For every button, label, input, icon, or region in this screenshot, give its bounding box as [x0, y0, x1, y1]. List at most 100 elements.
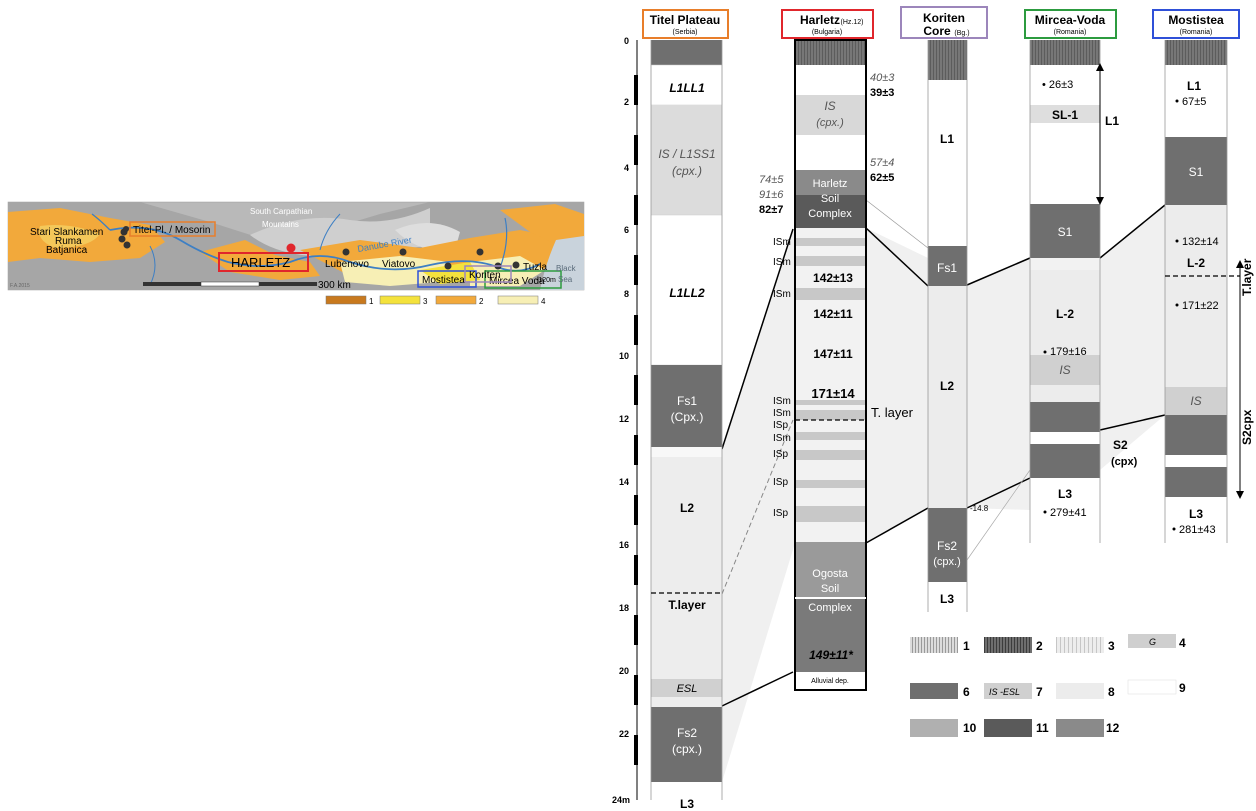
- harletz-sub: (Bulgaria): [812, 29, 842, 36]
- koriten-l2: L2: [940, 379, 954, 393]
- koriten-fs1: Fs1: [937, 261, 957, 275]
- mostistea-sub: (Romania): [1180, 29, 1213, 36]
- map-legend-swatch-2: [435, 295, 477, 305]
- depth-axis: 0 2 4 6 8 10 12 14 16 18 20 22 24m: [612, 36, 638, 805]
- titel-sub: (Serbia): [673, 29, 698, 36]
- harletz-tag-4: ISm: [773, 396, 791, 407]
- mostistea-l1: L1: [1187, 79, 1201, 93]
- legend-swatch-2: [984, 637, 1032, 653]
- depth-tick-0: 0: [624, 36, 629, 46]
- map-label-ruma: Ruma: [55, 236, 82, 247]
- mostistea-date-281: 281±43: [1179, 524, 1216, 536]
- map-label-depth: -120m: [536, 277, 556, 284]
- mircea-l3: L3: [1058, 487, 1072, 501]
- titel-map-box: [129, 221, 216, 237]
- koriten-title: Koriten: [923, 11, 965, 25]
- scale-label: 300 km: [318, 280, 351, 291]
- corr-line-8: [966, 477, 1031, 509]
- titel-tlayer: T.layer: [668, 598, 706, 612]
- koriten-fs2-cpx: (cpx.): [933, 556, 961, 568]
- corr-line-4: [865, 227, 929, 287]
- harletz-date-147-11: 147±11: [813, 347, 853, 361]
- harletz-tag-3: ISm: [773, 289, 791, 300]
- harletz-date-149: 149±11*: [809, 648, 854, 662]
- harletz-left-date-3: 82±7: [759, 204, 783, 216]
- harletz-ogosta-1: Ogosta: [812, 568, 848, 580]
- mostistea-date-67: 67±5: [1182, 96, 1206, 108]
- harletz-is-cpx: (cpx.): [816, 117, 844, 129]
- harletz-soil-1: Harletz: [813, 178, 848, 190]
- mostistea-date-132: 132±14: [1182, 236, 1219, 248]
- harletz-alluvial: Alluvial dep.: [811, 678, 849, 685]
- titel-fs2-cpx: (cpx.): [672, 742, 702, 756]
- mostistea-l3: L3: [1189, 507, 1203, 521]
- legend-swatch-10: [910, 719, 958, 737]
- legend-label-10: 10: [963, 721, 977, 735]
- harletz-tag-2: ISm: [773, 257, 791, 268]
- harletz-tag-8: ISp: [773, 449, 788, 460]
- koriten-depth: -14.8: [970, 504, 989, 513]
- corr-line-1: [721, 228, 794, 450]
- koriten-title-2: Core: [923, 24, 951, 38]
- column-mostistea: Mostistea (Romania) L1 67±5 S1 132±14 L-…: [1152, 9, 1254, 543]
- mostistea-is: IS: [1190, 394, 1201, 408]
- harletz-tag-1: ISm: [773, 237, 791, 248]
- titel-is-l1ss1: IS / L1SS1: [658, 147, 715, 161]
- mircea-title: Mircea-Voda: [1035, 13, 1106, 27]
- lithology-legend: 1 2 3 G 4 6 IS -ESL 7 8 9 10 11 12: [910, 634, 1186, 737]
- corr-line-9: [1099, 204, 1166, 259]
- legend-swatch-4: [1128, 634, 1176, 648]
- corr-line-5: [865, 507, 929, 544]
- map-legend-label-4: 4: [541, 297, 546, 306]
- depth-tick-22: 22: [619, 729, 629, 739]
- legend-swatch-7-text: IS -ESL: [989, 687, 1020, 697]
- harletz-left-date-2: 91±6: [759, 189, 784, 201]
- map-label-black: Black: [556, 264, 577, 273]
- depth-tick-14: 14: [619, 477, 629, 487]
- map-label-mostistea: Mostistea: [422, 275, 465, 286]
- harletz-tag-9: ISp: [773, 477, 788, 488]
- ruma-dot: [118, 235, 126, 243]
- depth-tick-18: 18: [619, 603, 629, 613]
- depth-tick-16: 16: [619, 540, 629, 550]
- map-label-stari: Stari Slankamen: [30, 227, 103, 238]
- mostistea-map-box: [417, 270, 477, 288]
- harletz-soil-3: Complex: [808, 208, 852, 220]
- column-titel: Titel Plateau (Serbia) L1LL1 IS / L1SS1 …: [642, 9, 729, 811]
- legend-swatch-12: [1056, 719, 1104, 737]
- lubenovo-dot: [342, 248, 350, 256]
- harletz-right-date-4: 62±5: [870, 172, 894, 184]
- depth-tick-2: 2: [624, 97, 629, 107]
- legend-label-3: 3: [1108, 639, 1115, 653]
- titel-l1ll2: L1LL2: [669, 286, 705, 300]
- map-label-sea: Sea: [558, 275, 573, 284]
- viatovo-dot: [399, 248, 407, 256]
- legend-swatch-7: [984, 683, 1032, 699]
- koriten-map-box: [464, 265, 512, 283]
- titel-l2: L2: [680, 501, 694, 515]
- mostistea-date-171: 171±22: [1182, 300, 1219, 312]
- harletz-left-date-1: 74±5: [759, 174, 784, 186]
- legend-label-9: 9: [1179, 681, 1186, 695]
- depth-tick-10: 10: [619, 351, 629, 361]
- depth-tick-20: 20: [619, 666, 629, 676]
- map-label-carpathian-1: South Carpathian: [250, 207, 312, 216]
- depth-tick-6: 6: [624, 225, 629, 235]
- mostistea-s2cpx: S2cpx: [1240, 409, 1254, 445]
- map-legend-label-1: 1: [369, 297, 374, 306]
- map-label-mircea: Mircea Voda: [489, 276, 545, 287]
- mostistea-dot: [444, 262, 452, 270]
- column-harletz: Harletz (Hz.12) (Bulgaria) IS: [759, 9, 914, 691]
- mircea-s1: S1: [1058, 225, 1073, 239]
- harletz-ogosta-3: Complex: [808, 602, 852, 614]
- depth-tick-4: 4: [624, 163, 629, 173]
- corr-line-3: [721, 419, 794, 595]
- koriten-header-box: [900, 6, 988, 39]
- mircea-date-279: 279±41: [1050, 507, 1087, 519]
- legend-label-8: 8: [1108, 685, 1115, 699]
- mostistea-tlayer: T.layer: [1240, 258, 1254, 296]
- corr-line-7: [966, 257, 1031, 286]
- map-label-titel: Titel-Pl. / Mosorin: [133, 225, 210, 236]
- harletz-tag-6: ISp: [773, 420, 788, 431]
- titel-esl: ESL: [677, 683, 698, 695]
